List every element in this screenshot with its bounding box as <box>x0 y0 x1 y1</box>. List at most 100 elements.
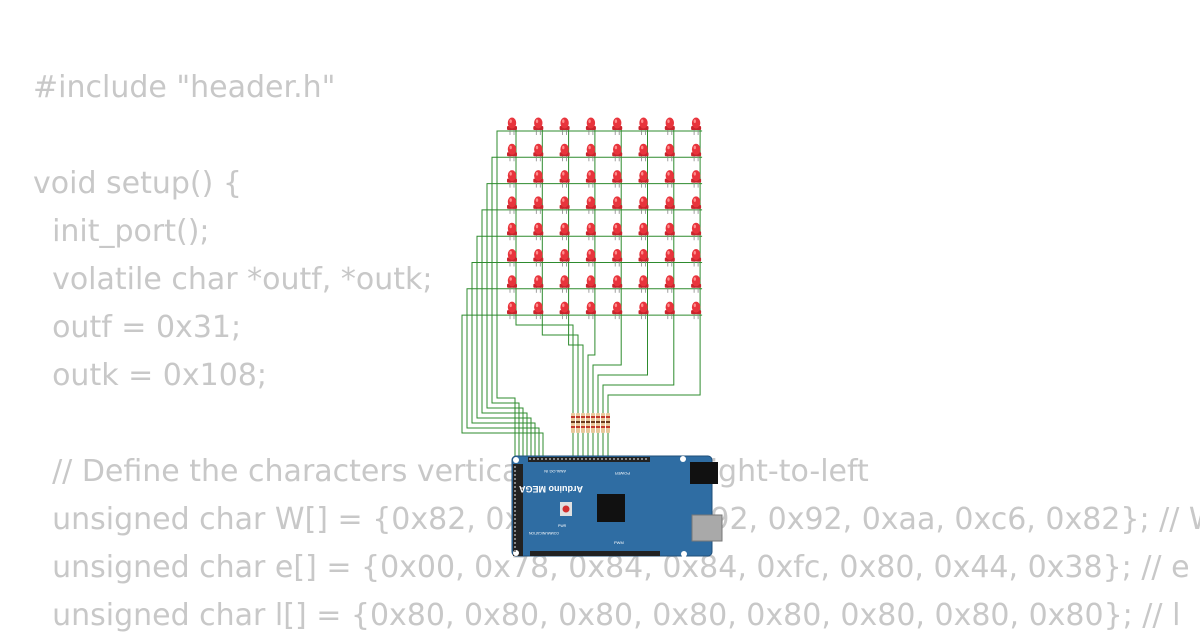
header-pin <box>514 534 516 536</box>
led-body <box>534 117 543 129</box>
led <box>664 301 675 320</box>
led-body <box>560 275 569 287</box>
led-body <box>691 301 701 313</box>
led-highlight <box>667 172 670 176</box>
led <box>612 301 623 320</box>
led-highlight <box>535 277 539 281</box>
led-highlight <box>588 277 591 281</box>
led <box>533 143 544 162</box>
led-body <box>639 249 648 260</box>
led <box>585 222 596 241</box>
header-pin <box>514 542 516 544</box>
code-line: volatile char *outf, *outk; <box>33 262 433 297</box>
led-body <box>507 117 517 129</box>
code-line: init_port(); <box>33 214 210 249</box>
led <box>507 275 517 293</box>
led <box>585 301 596 320</box>
header-pin <box>577 458 579 460</box>
led <box>638 301 649 320</box>
led <box>533 249 544 267</box>
led-highlight <box>588 172 591 176</box>
led-highlight <box>535 198 539 202</box>
header-pin <box>541 458 543 460</box>
led-body <box>691 143 701 155</box>
led-body <box>586 249 596 260</box>
led-body <box>586 196 596 208</box>
led <box>507 170 517 188</box>
led-highlight <box>614 172 618 176</box>
resistor-band <box>571 421 575 423</box>
resistor-band <box>596 421 600 423</box>
led-highlight <box>693 172 696 176</box>
row-wire <box>466 288 703 458</box>
led-highlight <box>535 172 539 176</box>
led-body <box>507 143 517 155</box>
led-highlight <box>588 198 591 202</box>
led <box>664 275 675 293</box>
led-body <box>691 117 701 129</box>
led-highlight <box>588 224 591 229</box>
led-body <box>586 275 596 287</box>
led-body <box>639 222 648 234</box>
resistor <box>601 413 605 433</box>
led-body <box>560 196 569 208</box>
led-highlight <box>535 303 539 308</box>
led-body <box>560 143 569 155</box>
led-highlight <box>641 119 644 123</box>
arduino-mega-board[interactable]: Arduino MEGA ANALOG IN POWER PWM COMMUNI… <box>511 455 723 557</box>
led-body <box>534 222 543 234</box>
led <box>638 117 649 135</box>
board-pwr-label: PWR <box>558 524 567 528</box>
header-pin <box>617 458 619 460</box>
led <box>585 275 596 293</box>
led-highlight <box>562 145 565 150</box>
header-pin <box>605 458 607 460</box>
mount-hole <box>513 457 519 463</box>
header-pin <box>573 458 575 460</box>
resistor <box>571 413 575 433</box>
led <box>691 170 702 188</box>
board-left-header <box>513 464 523 556</box>
resistor <box>581 413 585 433</box>
header-pin <box>529 458 531 460</box>
led-body <box>665 301 674 313</box>
led <box>691 301 702 320</box>
led <box>559 117 570 135</box>
led-matrix <box>507 117 702 320</box>
header-pin <box>569 458 571 460</box>
led-highlight <box>667 224 670 229</box>
led <box>638 249 649 267</box>
led-body <box>534 249 543 260</box>
led-body <box>560 222 569 234</box>
led <box>691 117 702 135</box>
led-body <box>507 196 517 208</box>
led-highlight <box>535 250 539 255</box>
resistor <box>591 413 595 433</box>
led-body <box>560 117 569 129</box>
led <box>612 249 623 267</box>
header-pin <box>514 490 516 492</box>
column-wire <box>607 129 701 458</box>
led-highlight <box>667 303 670 308</box>
led-body <box>639 117 648 129</box>
led-highlight <box>641 303 644 308</box>
led-highlight <box>693 224 696 229</box>
row-wire <box>476 235 703 458</box>
header-pin <box>597 458 599 460</box>
header-pin <box>601 458 603 460</box>
led <box>612 170 623 188</box>
header-pin <box>514 522 516 524</box>
resistor <box>576 413 580 433</box>
led-body <box>507 222 517 234</box>
resistor-band <box>581 426 585 428</box>
led-body <box>507 170 517 182</box>
resistor-band <box>591 426 595 428</box>
led-body <box>613 249 622 260</box>
led-highlight <box>614 277 618 281</box>
led-highlight <box>509 198 512 202</box>
led-highlight <box>667 277 670 281</box>
resistor-band <box>586 416 590 418</box>
header-pin <box>621 458 623 460</box>
header-pin <box>514 482 516 484</box>
